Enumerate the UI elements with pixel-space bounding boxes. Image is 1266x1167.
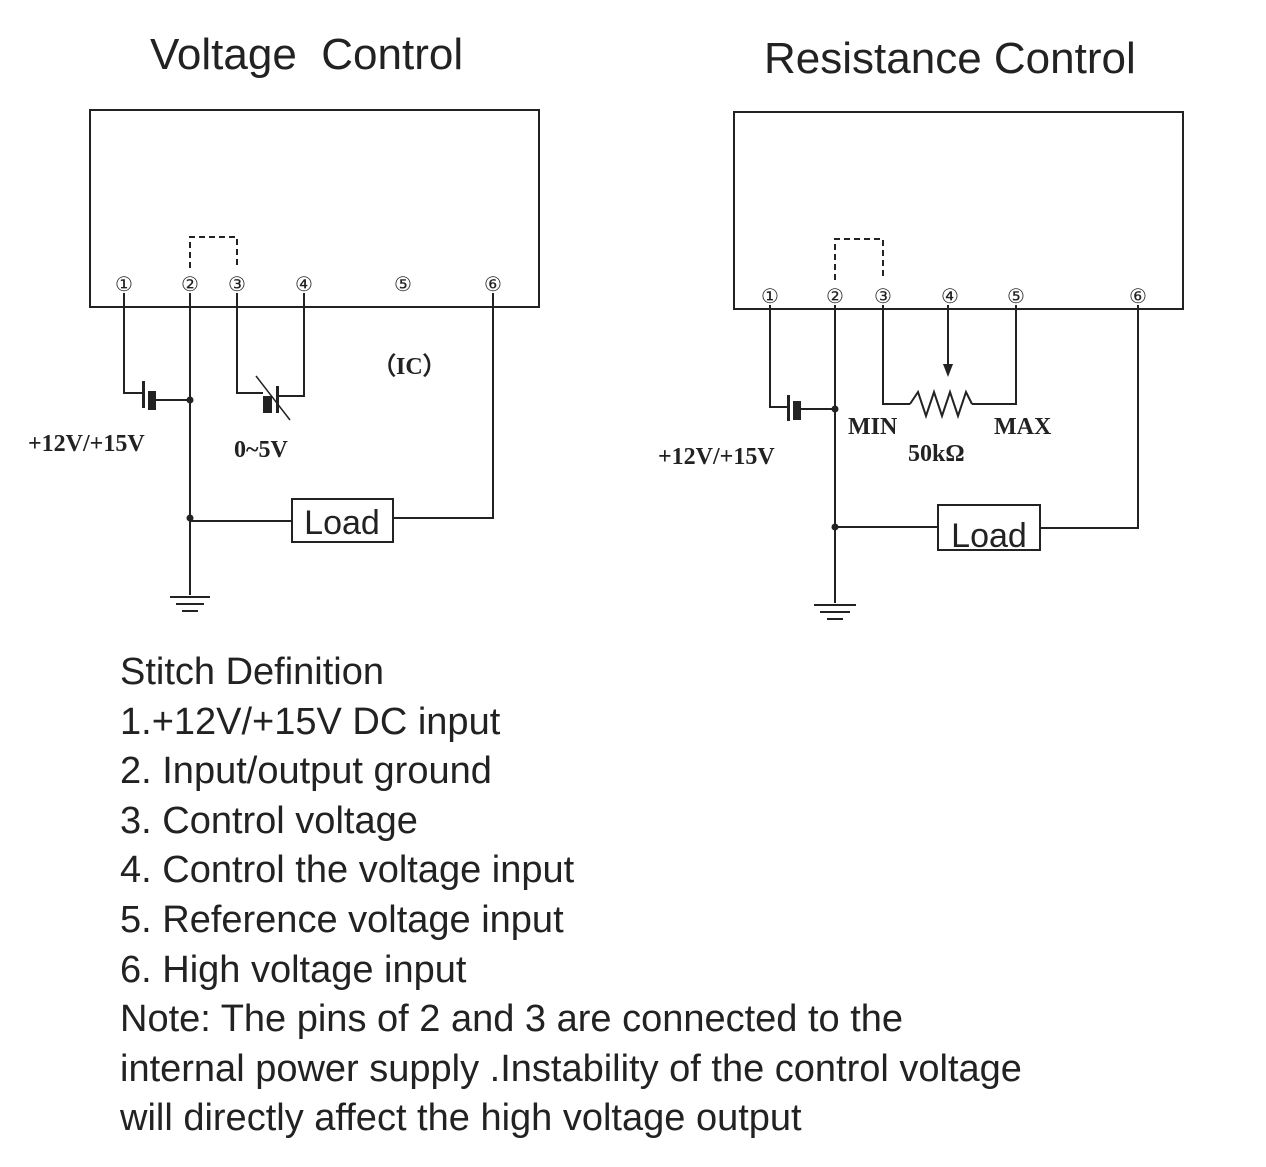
vc-load-label: Load: [304, 504, 380, 542]
vc-supply-label: +12V/+15V: [28, 431, 145, 457]
definition-item: 6. High voltage input: [120, 948, 467, 991]
rc-pin-2: ②: [826, 286, 844, 308]
vc-control-label: 0~5V: [234, 437, 288, 463]
vc-pin-2: ②: [181, 274, 199, 296]
vc-source-thin-plate: [276, 386, 279, 413]
rc-wire-pin3-min: [882, 305, 910, 405]
rc-battery-thin-plate: [787, 395, 790, 421]
vc-wire-pin6: [393, 293, 494, 519]
definition-item: 2. Input/output ground: [120, 750, 492, 793]
vc-pin-3: ③: [228, 274, 246, 296]
rc-pin-1: ①: [761, 286, 779, 308]
vc-wire-pin1: [123, 293, 143, 394]
rc-wiper-arrow-icon: [943, 364, 953, 377]
wiring-diagrams: Voltage Control Resistance Control: [28, 30, 1184, 620]
rc-resistor-label: 50kΩ: [908, 441, 965, 467]
vc-module-box: [89, 109, 540, 308]
rc-load-label: Load: [951, 517, 1027, 555]
vc-load-box: [291, 498, 394, 543]
rc-pin-3: ③: [874, 286, 892, 308]
rc-pin-4: ④: [941, 286, 959, 308]
rc-max-label: MAX: [994, 414, 1052, 440]
vc-ground-icon: [170, 596, 210, 612]
rc-load-box: [937, 504, 1041, 551]
rc-ground-icon: [814, 604, 856, 620]
vc-pin-5: ⑤: [394, 274, 412, 296]
rc-pin-5: ⑤: [1007, 286, 1025, 308]
vc-wire-pin4: [277, 293, 305, 397]
vc-ic-label: （IC）: [372, 353, 447, 380]
resistance-control-title: Resistance Control: [764, 34, 1136, 83]
vc-wire-pin3: [236, 293, 263, 394]
stitch-definition-section: Stitch Definition 1.+12V/+15V DC input 2…: [120, 648, 1220, 1144]
rc-min-label: MIN: [848, 414, 898, 440]
definition-item: 4. Control the voltage input: [120, 849, 575, 892]
rc-supply-label: +12V/+15V: [658, 444, 775, 470]
rc-battery-thick-plate: [793, 401, 801, 420]
vc-jumper: [189, 236, 238, 268]
definition-item: 5. Reference voltage input: [120, 898, 564, 941]
vc-variable-arrow: [255, 375, 291, 421]
rc-jumper: [834, 238, 884, 280]
vc-pin-4: ④: [295, 274, 313, 296]
vc-battery-thin-plate: [142, 381, 145, 408]
vc-pin-1: ①: [115, 274, 133, 296]
vc-battery-thick-plate: [148, 391, 156, 410]
rc-resistor: [909, 388, 973, 420]
rc-wire-pin6: [1040, 305, 1139, 529]
vc-pin-6: ⑥: [484, 274, 502, 296]
voltage-control-title: Voltage Control: [150, 30, 464, 79]
definition-item: 1.+12V/+15V DC input: [120, 700, 501, 743]
note-line: will directly affect the high voltage ou…: [120, 1097, 802, 1140]
definitions-heading: Stitch Definition: [120, 651, 385, 693]
note-line: Note: The pins of 2 and 3 are connected …: [120, 998, 904, 1041]
rc-wire-max-pin5: [972, 305, 1017, 405]
rc-wire-pin1: [769, 305, 788, 408]
definition-item: 3. Control voltage: [120, 799, 418, 842]
wiring-diagram-svg: ① ② ③ ④ ⑤ ⑥ ① ② ③ ④ ⑤ ⑥ Load Load +12V/+15V 0~5V （…: [28, 109, 1184, 620]
rc-pin-6: ⑥: [1129, 286, 1147, 308]
rc-module-box: [733, 111, 1184, 310]
note-line: internal power supply .Instability of th…: [120, 1047, 1022, 1090]
vc-source-thick-plate: [263, 396, 272, 413]
